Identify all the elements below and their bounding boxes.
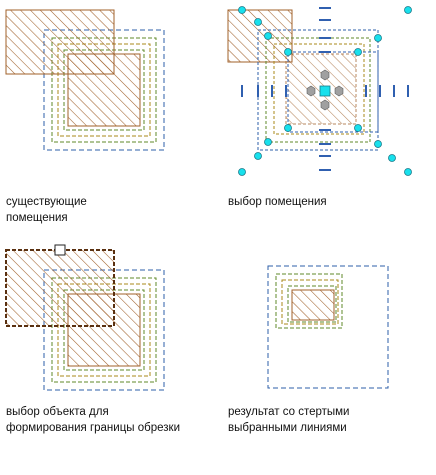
grip-circle [238, 168, 246, 176]
caption-clip-object-selection: выбор объекта для формирования границы о… [6, 404, 180, 436]
hatched-room-small [67, 53, 141, 127]
selection-frame [287, 51, 379, 133]
hatched-room-selected-large [5, 249, 115, 327]
caption-line: выбор объекта для [6, 406, 109, 418]
grip-circle [354, 124, 362, 132]
green-inner-boundary [287, 285, 337, 323]
gray-grip [320, 69, 330, 81]
grip-circle [404, 6, 412, 14]
grip-circle [284, 48, 292, 56]
grip-circle [238, 6, 246, 14]
caption-line: результат со стертыми [228, 406, 350, 418]
gray-grip [306, 85, 316, 97]
grip-circle [354, 48, 362, 56]
caption-line: выбранными линиями [228, 422, 347, 434]
vertical-marker-column [319, 7, 331, 171]
caption-line: выбор помещения [228, 196, 327, 208]
horizontal-marker-row [241, 85, 409, 97]
caption-existing-rooms: существующие помещения [6, 194, 87, 226]
panel-room-selection [227, 6, 412, 176]
outer-room-boundary [267, 265, 389, 389]
gold-room-boundary [273, 43, 365, 135]
grip-circle [284, 124, 292, 132]
gold-room-boundary [281, 279, 339, 325]
gray-grip [320, 99, 330, 111]
caption-result: результат со стертыми выбранными линиями [228, 404, 350, 436]
grip-circle [388, 154, 396, 162]
center-grip-cluster [306, 69, 344, 111]
grip-circle [254, 152, 262, 160]
grip-circle [404, 168, 412, 176]
caption-line: существующие [6, 196, 87, 208]
cyan-grip-set [238, 6, 412, 176]
grip-circle [264, 138, 272, 146]
pick-box-cursor [54, 244, 66, 256]
panel-clip-object-selection [5, 244, 165, 391]
panel-result [267, 265, 389, 389]
panel-existing-rooms [5, 9, 165, 151]
hatched-room-large [227, 9, 293, 63]
caption-line: помещения [6, 212, 68, 224]
grip-circle [254, 18, 262, 26]
center-square-grip [319, 85, 331, 97]
grip-circle [374, 34, 382, 42]
hatched-room-small [291, 289, 335, 321]
gray-grip [334, 85, 344, 97]
grip-circle [374, 140, 382, 148]
grip-circle [264, 32, 272, 40]
green-room-boundary [275, 273, 343, 329]
green-room-boundary [265, 37, 371, 143]
caption-line: формирования границы обрезки [6, 422, 181, 434]
caption-room-selection: выбор помещения [228, 194, 327, 210]
